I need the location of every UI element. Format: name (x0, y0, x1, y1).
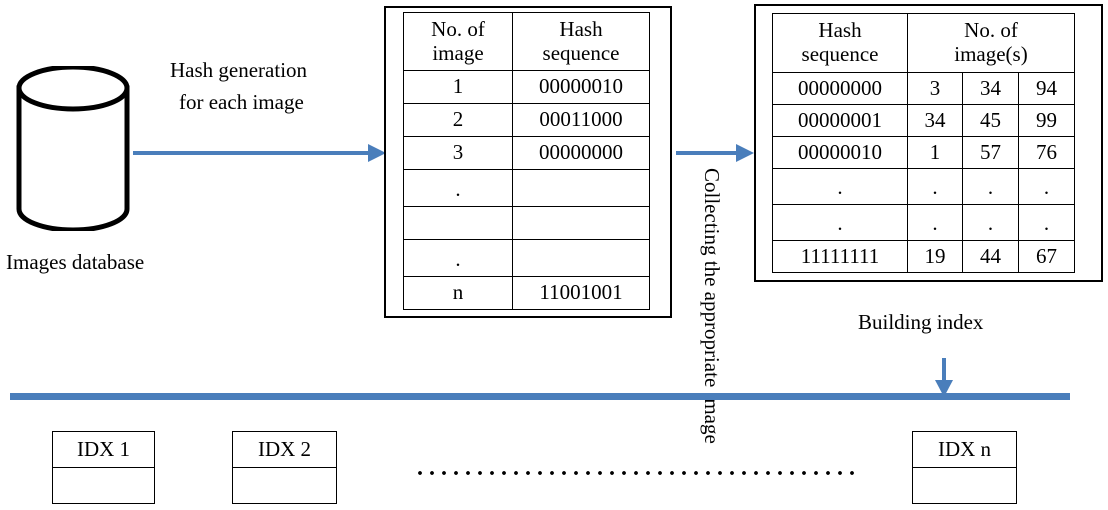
hash-generation-label-line1: Hash generation (170, 58, 308, 82)
table-row: . (403, 169, 650, 207)
index-table-cell-image: 34 (907, 104, 963, 137)
index-table-cell-image: . (907, 168, 963, 205)
idx-box-n-value (913, 468, 1016, 510)
index-table-cell-image: . (1018, 204, 1075, 241)
index-table-cell-image: . (962, 168, 1019, 205)
index-table-cell-image: 94 (1018, 72, 1075, 105)
index-table-cell-image: 44 (962, 240, 1019, 273)
index-table-cell-image: 57 (962, 136, 1019, 169)
index-table-cell-image: . (907, 204, 963, 241)
table-row: 2 00011000 (403, 103, 650, 137)
hash-table-cell-hash (512, 239, 650, 277)
hash-table-cell-no: 3 (403, 136, 513, 170)
collecting-the-appropriate-image-label: Collecting the appropriate image (700, 168, 724, 444)
hash-table-cell-no: 1 (403, 70, 513, 104)
building-index-arrow-shaft (942, 358, 946, 382)
table-row: . (403, 239, 650, 277)
building-index-label: Building index (858, 310, 984, 334)
idx-box-1-value (53, 468, 154, 510)
database-cylinder-icon (14, 66, 132, 231)
index-table-cell-hash: . (772, 168, 908, 205)
table-row: . . . . (772, 204, 1075, 241)
table-row: 00000000 3 34 94 (772, 72, 1075, 105)
hash-table-col-hash-sequence: Hash sequence (512, 12, 650, 71)
index-table-cell-hash: 00000001 (772, 104, 908, 137)
index-table-cell-image: 99 (1018, 104, 1075, 137)
index-table-cell-image: 1 (907, 136, 963, 169)
collecting-arrow-icon (736, 144, 754, 162)
hash-generation-label-line2: for each image (179, 90, 304, 114)
hash-table-cell-no: 2 (403, 103, 513, 137)
idx-box-1-label: IDX 1 (53, 432, 154, 468)
index-table-cell-image: . (1018, 168, 1075, 205)
index-table-cell-image: 19 (907, 240, 963, 273)
table-row: 3 00000000 (403, 136, 650, 170)
index-table-cell-image: 76 (1018, 136, 1075, 169)
images-database-caption: Images database (6, 250, 145, 274)
hash-table-cell-hash: 00011000 (512, 103, 650, 137)
index-table-cell-image: 67 (1018, 240, 1075, 273)
hash-table-cell-no: . (403, 169, 513, 207)
index-table-cell-hash: 00000000 (772, 72, 908, 105)
index-table-col-no-of-images: No. of image(s) (907, 13, 1075, 73)
hash-table-cell-hash: 11001001 (512, 276, 650, 310)
idx-box-2-value (233, 468, 336, 510)
index-table-cell-hash: . (772, 204, 908, 241)
idx-box-2[interactable]: IDX 2 (232, 431, 337, 504)
idx-box-2-label: IDX 2 (233, 432, 336, 468)
table-row: 00000001 34 45 99 (772, 104, 1075, 137)
idx-box-1[interactable]: IDX 1 (52, 431, 155, 504)
hash-table-col-no-of-image: No. of image (403, 12, 513, 71)
idx-box-n-label: IDX n (913, 432, 1016, 468)
index-table-header-row: Hash sequence No. of image(s) (772, 13, 1075, 73)
table-row (403, 206, 650, 240)
table-row: n 11001001 (403, 276, 650, 310)
hash-table-cell-hash: 00000010 (512, 70, 650, 104)
hash-table-cell-hash: 00000000 (512, 136, 650, 170)
index-table-cell-image: 45 (962, 104, 1019, 137)
index-table-col-hash-sequence: Hash sequence (772, 13, 908, 73)
index-table-cell-image: 3 (907, 72, 963, 105)
index-table-cell-hash: 00000010 (772, 136, 908, 169)
index-table-cell-image: 34 (962, 72, 1019, 105)
table-row: 1 00000010 (403, 70, 650, 104)
index-table: Hash sequence No. of image(s) 00000000 3… (772, 13, 1075, 273)
collecting-arrow-shaft (676, 151, 738, 155)
table-row: 00000010 1 57 76 (772, 136, 1075, 169)
hash-generation-arrow-icon (368, 144, 386, 162)
hash-table-cell-no: n (403, 276, 513, 310)
hash-table: No. of image Hash sequence 1 00000010 2 … (403, 12, 650, 310)
idx-ellipsis (414, 470, 862, 476)
table-row: . . . . (772, 168, 1075, 205)
index-backbone-bar (10, 393, 1070, 400)
hash-generation-arrow-shaft (133, 151, 370, 155)
hash-table-cell-no: . (403, 239, 513, 277)
hash-table-header-row: No. of image Hash sequence (403, 12, 650, 71)
index-table-cell-hash: 11111111 (772, 240, 908, 273)
table-row: 11111111 19 44 67 (772, 240, 1075, 273)
hash-table-cell-hash (512, 206, 650, 240)
hash-table-cell-no (403, 206, 513, 240)
index-table-cell-image: . (962, 204, 1019, 241)
building-index-arrow-icon (935, 380, 953, 397)
hash-table-cell-hash (512, 169, 650, 207)
idx-box-n[interactable]: IDX n (912, 431, 1017, 504)
